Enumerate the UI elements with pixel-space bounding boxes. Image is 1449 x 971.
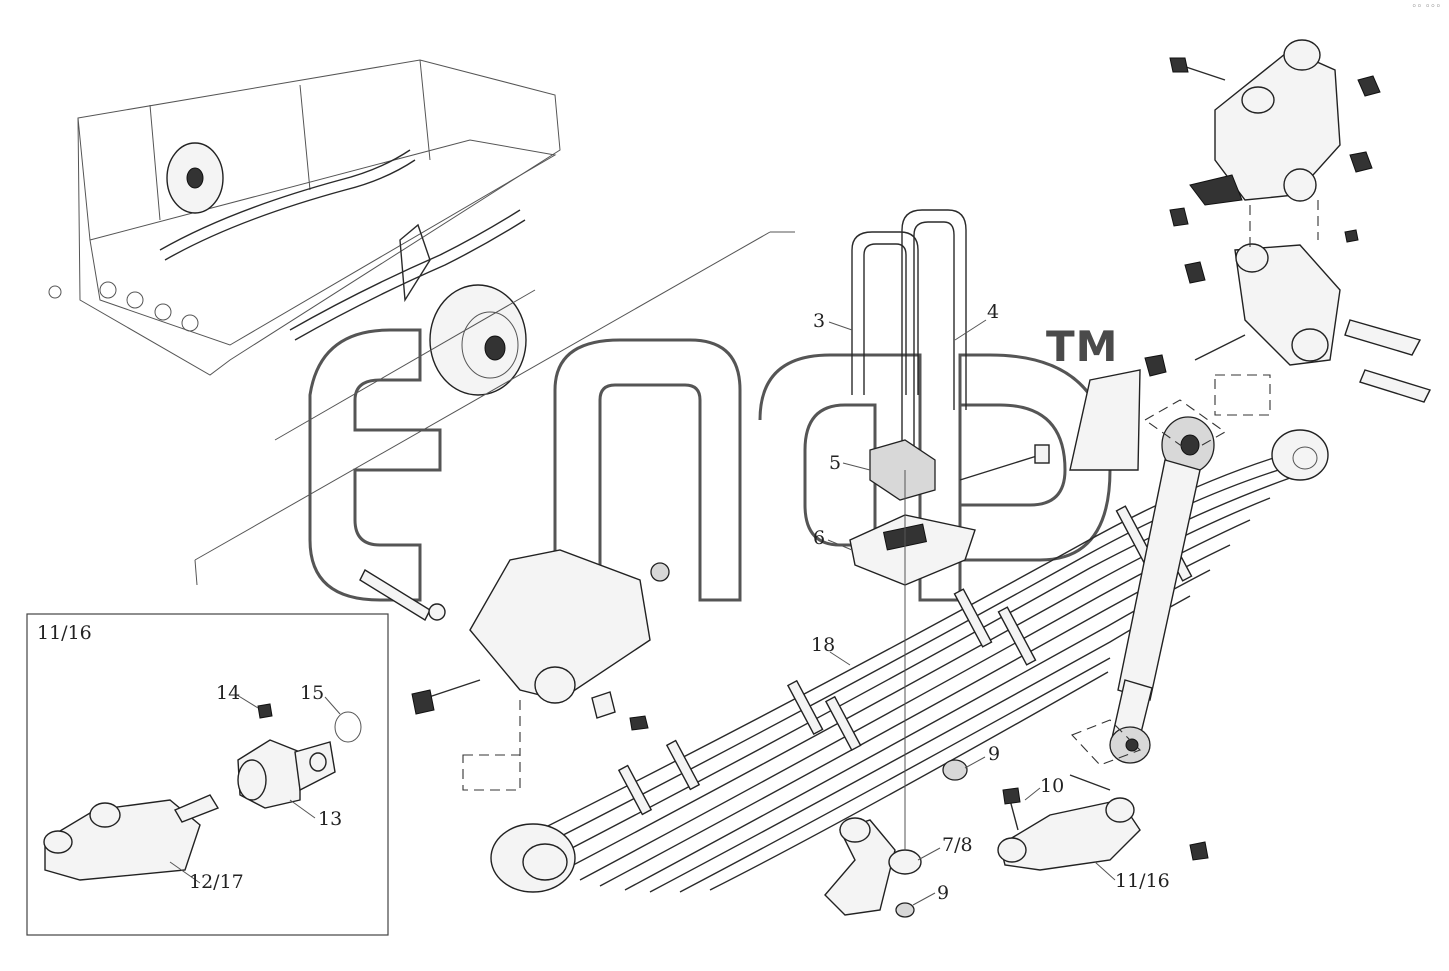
- lower-hanger: [824, 759, 968, 918]
- leaf-spring: [490, 429, 1329, 893]
- callout-18: 18: [811, 634, 836, 656]
- u-bolts: [851, 209, 967, 470]
- detail-inset-frame: [26, 613, 389, 936]
- callout-9-lower: 9: [937, 882, 950, 904]
- trademark-text: TM: [1046, 322, 1119, 371]
- callout-14: 14: [216, 682, 241, 704]
- rear-hanger-bracket: [1069, 39, 1431, 471]
- callout-12-17: 12/17: [189, 871, 244, 893]
- callout-13: 13: [318, 808, 343, 830]
- inset-parts: [43, 703, 362, 881]
- front-hanger-bracket: [359, 549, 670, 731]
- spring-pad: [849, 514, 976, 586]
- callout-9-upper: 9: [988, 743, 1001, 765]
- watermark-logo: [308, 328, 1112, 602]
- callout-3: 3: [813, 310, 826, 332]
- inset-title: 11/16: [37, 622, 92, 644]
- chassis-overview: [48, 59, 561, 396]
- spacer-block: [869, 439, 936, 501]
- callout-5: 5: [829, 452, 842, 474]
- callout-6: 6: [813, 527, 826, 549]
- callout-4: 4: [987, 301, 1000, 323]
- callout-10: 10: [1040, 775, 1065, 797]
- shackle-assembly: [997, 774, 1209, 871]
- callout-7-8: 7/8: [942, 834, 973, 856]
- corner-mark: ◦◦ ◦◦◦: [1411, 2, 1441, 12]
- callout-15: 15: [300, 682, 325, 704]
- shock-absorber: [1109, 416, 1215, 764]
- callout-11-16: 11/16: [1115, 870, 1170, 892]
